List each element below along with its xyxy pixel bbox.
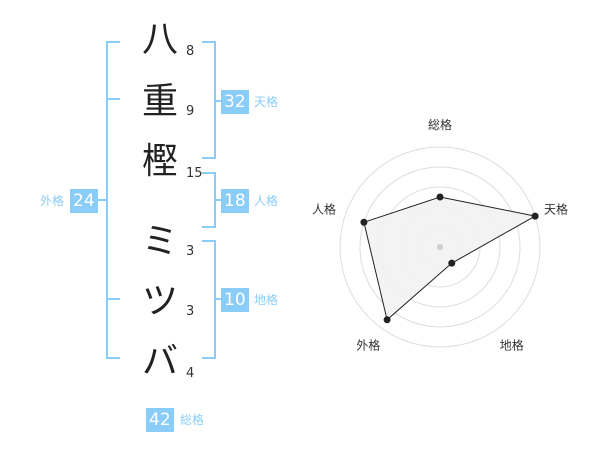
gaikaku-divider-top — [106, 98, 120, 100]
chikaku-badge: 10 — [221, 288, 249, 312]
gaikaku-badge: 24 — [70, 189, 98, 213]
gaikaku-bracket-tick — [96, 199, 107, 201]
radar-axis-label-1: 総格 — [428, 117, 452, 132]
stroke-count-1: 8 — [186, 44, 195, 59]
radar-axis-label-5: 人格 — [312, 201, 336, 216]
chikaku-bracket-tick — [215, 298, 223, 300]
chikaku-label: 地格 — [254, 293, 279, 307]
radar-point-4 — [383, 316, 391, 324]
radar-axis-label-4: 外格 — [356, 338, 380, 353]
gaikaku-divider-bottom — [106, 298, 120, 300]
radar-point-2 — [531, 212, 539, 220]
name-char-2: 重 — [141, 81, 178, 122]
tenkaku-bracket-tick — [215, 100, 223, 102]
name-char-6: バ — [141, 341, 178, 382]
stroke-count-5: 3 — [186, 304, 195, 319]
radar-point-1 — [436, 193, 444, 201]
radar-axis-label-2: 天格 — [544, 201, 568, 216]
stroke-count-2: 9 — [186, 104, 195, 119]
radar-ring-5 — [339, 146, 541, 348]
tenkaku-badge: 32 — [221, 90, 249, 114]
radar-axis-label-3: 地格 — [500, 338, 524, 353]
jinkaku-badge: 18 — [221, 189, 249, 213]
stroke-count-3: 15 — [186, 166, 203, 181]
soukaku-badge: 42 — [146, 408, 174, 432]
radar-ring-4 — [359, 166, 521, 328]
radar-center-dot — [437, 244, 443, 250]
name-char-1: 八 — [141, 19, 178, 60]
jinkaku-label: 人格 — [254, 194, 279, 208]
stroke-count-6: 4 — [186, 366, 195, 381]
gaikaku-label: 外格 — [40, 194, 65, 208]
soukaku-label: 総格 — [180, 413, 205, 427]
name-char-3: 樫 — [141, 141, 178, 182]
radar-point-5 — [360, 218, 368, 226]
tenkaku-label: 天格 — [254, 95, 279, 109]
radar-point-3 — [448, 259, 456, 267]
name-char-5: ツ — [141, 281, 178, 322]
stroke-count-4: 3 — [186, 244, 195, 259]
jinkaku-bracket-tick — [215, 199, 223, 201]
name-char-4: ミ — [141, 221, 178, 262]
gaikaku-bracket — [106, 41, 120, 359]
radar-series-area — [363, 196, 537, 321]
radar-points — [360, 193, 539, 324]
